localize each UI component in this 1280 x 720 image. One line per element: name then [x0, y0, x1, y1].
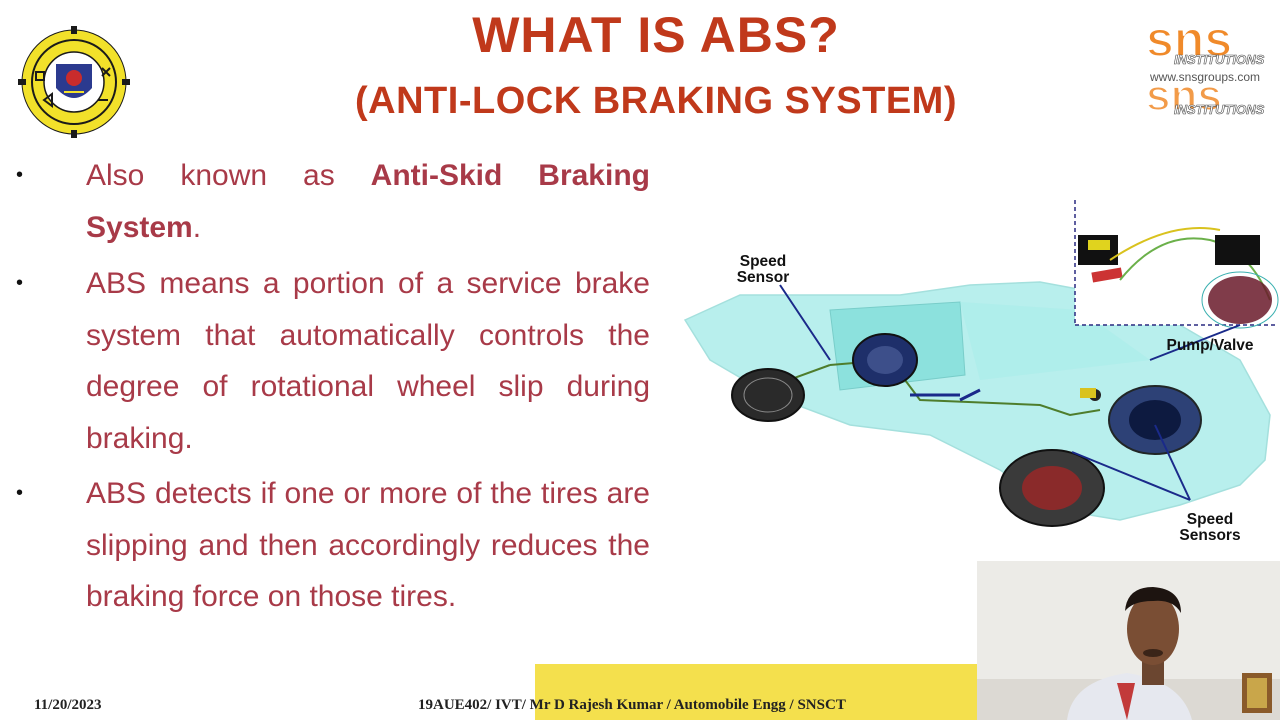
slide-title: WHAT IS ABS? — [472, 7, 840, 63]
bullet-item-3: • ABS detects if one or more of the tire… — [16, 468, 650, 623]
front-left-wheel — [999, 449, 1105, 527]
speed-sensor-label: Speed Sensor — [736, 253, 790, 286]
bullet-item-2: • ABS means a portion of a service brake… — [16, 258, 650, 464]
bullet-dot: • — [16, 482, 24, 504]
abs-car-illustration — [683, 200, 1279, 527]
pump-valve-label: Pump/Valve — [1166, 337, 1254, 354]
bullet-1-text-after: . — [192, 210, 202, 244]
slide-subtitle: (ANTI-LOCK BRAKING SYSTEM) — [355, 80, 957, 122]
rear-left-wheel — [731, 368, 805, 422]
footer-date: 11/20/2023 — [34, 697, 102, 713]
logo-brand-text-2: sns — [1146, 71, 1222, 120]
logo-url: www.snsgroups.com — [1149, 70, 1260, 84]
logo-line1-2: INSTITUTIONS — [1174, 102, 1265, 117]
footer-course-info: 19AUE402/ IVT/ Mr D Rajesh Kumar / Autom… — [418, 697, 846, 713]
logo-brand-text: sns — [1146, 11, 1232, 67]
bullet-1-bold-term: Anti-Skid Braking System — [86, 159, 650, 244]
logo-line1: INSTITUTIONS — [1174, 52, 1265, 67]
bullet-2-text: ABS means a portion of a service brake s… — [86, 267, 650, 455]
rear-right-wheel — [852, 333, 918, 387]
bullet-3-text: ABS detects if one or more of the tires … — [86, 477, 650, 613]
bullet-item-1: • Also known as Anti-Skid Braking System… — [16, 150, 650, 253]
bullet-1-text-before: Also known as — [86, 159, 371, 192]
bullet-dot: • — [16, 272, 24, 294]
front-right-wheel — [1108, 385, 1202, 455]
sns-institutions-logo: sns INSTITUTIONS www.snsgroups.com sns I… — [1145, 10, 1265, 120]
footer-highlight-band — [535, 664, 977, 720]
abs-car-diagram: Speed Sensor Pump/Valve Speed Sensors — [680, 190, 1280, 550]
bullet-dot: • — [16, 164, 24, 186]
college-seal-logo — [18, 26, 130, 138]
speed-sensors-label: Speed Sensors — [1179, 511, 1241, 544]
presenter-webcam — [977, 561, 1280, 720]
presenter-video-frame — [977, 561, 1280, 720]
pump-valve-inset — [1074, 200, 1279, 329]
